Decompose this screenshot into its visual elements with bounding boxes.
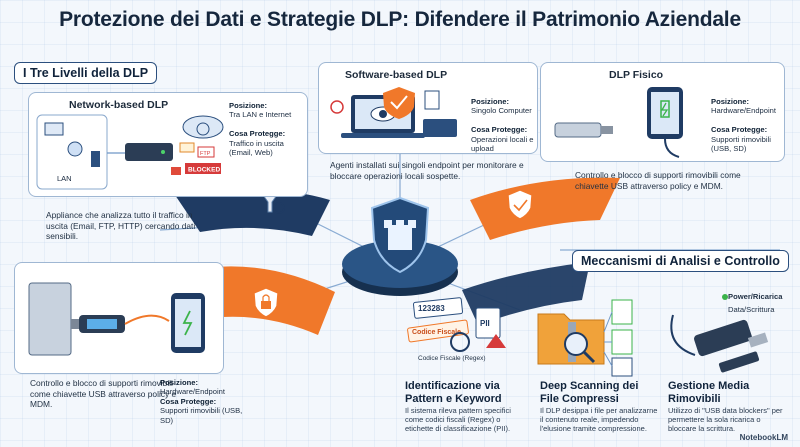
lower-left-card xyxy=(14,262,224,374)
eye-icon xyxy=(379,110,387,118)
lan-box xyxy=(36,114,108,190)
deep-scanning-illustration xyxy=(537,299,633,377)
image-file-icon xyxy=(611,329,633,355)
software-description: Agenti installati sui singoli endpoint p… xyxy=(330,160,524,181)
cloud-icon xyxy=(182,115,224,139)
mech-pattern-description: Il sistema rileva pattern specifici come… xyxy=(405,406,511,434)
cable-icon xyxy=(124,314,170,325)
software-illustration xyxy=(330,87,457,138)
server-icon xyxy=(91,151,100,167)
software-dlp-title: Software-based DLP xyxy=(345,69,448,81)
pattern-keyword-illustration: 123283 Codice Fiscale Codice Fiscale (Re… xyxy=(407,297,506,362)
charging-icon xyxy=(182,310,193,336)
mechanisms-heading: Meccanismi di Analisi e Controllo xyxy=(572,250,789,272)
lock-icon xyxy=(171,167,181,175)
brand-label: NotebookLM xyxy=(739,433,788,442)
spreadsheet-icon xyxy=(611,299,633,325)
page-title: Protezione dei Dati e Strategie DLP: Dif… xyxy=(59,8,741,31)
mech-media-description: Utilizzo di "USB data blockers" per perm… xyxy=(668,406,783,434)
globe-icon xyxy=(67,141,83,157)
lower-left-illustration xyxy=(28,282,205,356)
document-icon xyxy=(611,357,633,377)
physical-dlp-card: DLP Fisico Posizione: Hardware/Endpoint … xyxy=(540,62,785,162)
mech-deep-scan-description: Il DLP desippa i file per analizzarne il… xyxy=(540,406,658,434)
network-dlp-card: Network-based DLP LAN FTP BLOCKED Posizi… xyxy=(28,92,308,197)
arc-physical xyxy=(470,177,620,240)
battery-icon xyxy=(660,100,670,118)
magnifier-icon xyxy=(450,332,470,352)
warning-icon xyxy=(486,334,506,348)
software-pos-label: Posizione: xyxy=(471,97,509,106)
cable-icon xyxy=(670,314,696,356)
usb-data-blocker-icon xyxy=(694,319,752,357)
lower-left-pos-value: Hardware/Endpoint xyxy=(160,387,226,397)
network-protect-label: Cosa Protegge: xyxy=(229,129,286,139)
physical-illustration xyxy=(554,87,683,158)
physical-pos-label: Posizione: xyxy=(711,97,749,106)
ftp-badge xyxy=(197,146,215,158)
network-illustration: LAN FTP BLOCKED xyxy=(36,114,224,190)
blocked-badge xyxy=(185,163,221,174)
power-dot-icon xyxy=(722,294,728,300)
pii-label: PII xyxy=(480,319,490,328)
desktop-icon xyxy=(44,122,64,136)
usb-blocker-illustration xyxy=(670,294,769,373)
shield-check-icon xyxy=(507,189,533,220)
pc-tower-icon xyxy=(28,282,72,356)
document-icon xyxy=(475,307,501,339)
lower-left-protect-label: Cosa Protegge: xyxy=(160,396,217,406)
network-dlp-title: Network-based DLP xyxy=(69,99,169,111)
physical-protect-value: Supporti rimovibili (USB, SD) xyxy=(711,134,771,154)
document-icon xyxy=(424,90,440,110)
lock-shield-icon xyxy=(253,287,279,318)
mech-deep-scan-title: Deep Scanning dei File Compressi xyxy=(540,380,639,405)
appliance-icon xyxy=(125,143,173,161)
software-protect-value: Operazioni locali e upload xyxy=(471,134,534,154)
software-pos-value: Singolo Computer xyxy=(471,106,532,116)
lower-left-description: Controllo e blocco di supporti rimovibil… xyxy=(30,378,177,410)
pattern-number-text: 123283 xyxy=(418,304,445,313)
software-protect-label: Cosa Protegge: xyxy=(471,125,528,135)
physical-pos-value: Hardware/Endpoint xyxy=(711,106,777,116)
power-label: Power/Ricarica xyxy=(728,292,783,301)
codice-fiscale-regex-label: Codice Fiscale (Regex) xyxy=(418,355,486,362)
ftp-label: FTP xyxy=(200,151,211,157)
codice-fiscale-tag: Codice Fiscale xyxy=(412,329,461,336)
blocked-eye-icon xyxy=(330,100,344,114)
network-description: Appliance che analizza tutto il traffico… xyxy=(46,210,196,242)
email-icon xyxy=(179,142,195,153)
arc-network xyxy=(175,188,330,236)
physical-description: Controllo e blocco di supporti rimovibil… xyxy=(575,170,741,191)
network-protect-value: Traffico in uscita (Email, Web) xyxy=(229,138,284,158)
lower-left-protect-value: Supporti rimovibili (USB, SD) xyxy=(160,406,243,425)
blocked-label: BLOCKED xyxy=(188,167,220,174)
network-pos-label: Posizione: xyxy=(229,101,267,110)
network-pos-value: Tra LAN e Internet xyxy=(229,110,292,120)
software-dlp-card: Software-based DLP Posizione: Singolo Co… xyxy=(318,62,538,154)
physical-protect-label: Cosa Protegge: xyxy=(711,125,768,135)
shield-check-icon xyxy=(383,87,415,119)
physical-dlp-title: DLP Fisico xyxy=(609,69,664,81)
castle-icon xyxy=(384,220,416,250)
data-label: Data/Scrittura xyxy=(728,305,775,314)
levels-heading: I Tre Livelli della DLP xyxy=(14,62,158,84)
lan-label: LAN xyxy=(57,174,72,183)
monitor-icon xyxy=(423,119,457,137)
magnifier-icon xyxy=(564,332,588,356)
usb-drive-icon xyxy=(554,122,602,138)
mech-pattern-title: Identificazione via Pattern e Keyword xyxy=(405,380,502,405)
mech-media-title: Gestione Media Rimovibili xyxy=(668,380,750,405)
lower-left-pos-label: Posizione: xyxy=(160,378,198,387)
